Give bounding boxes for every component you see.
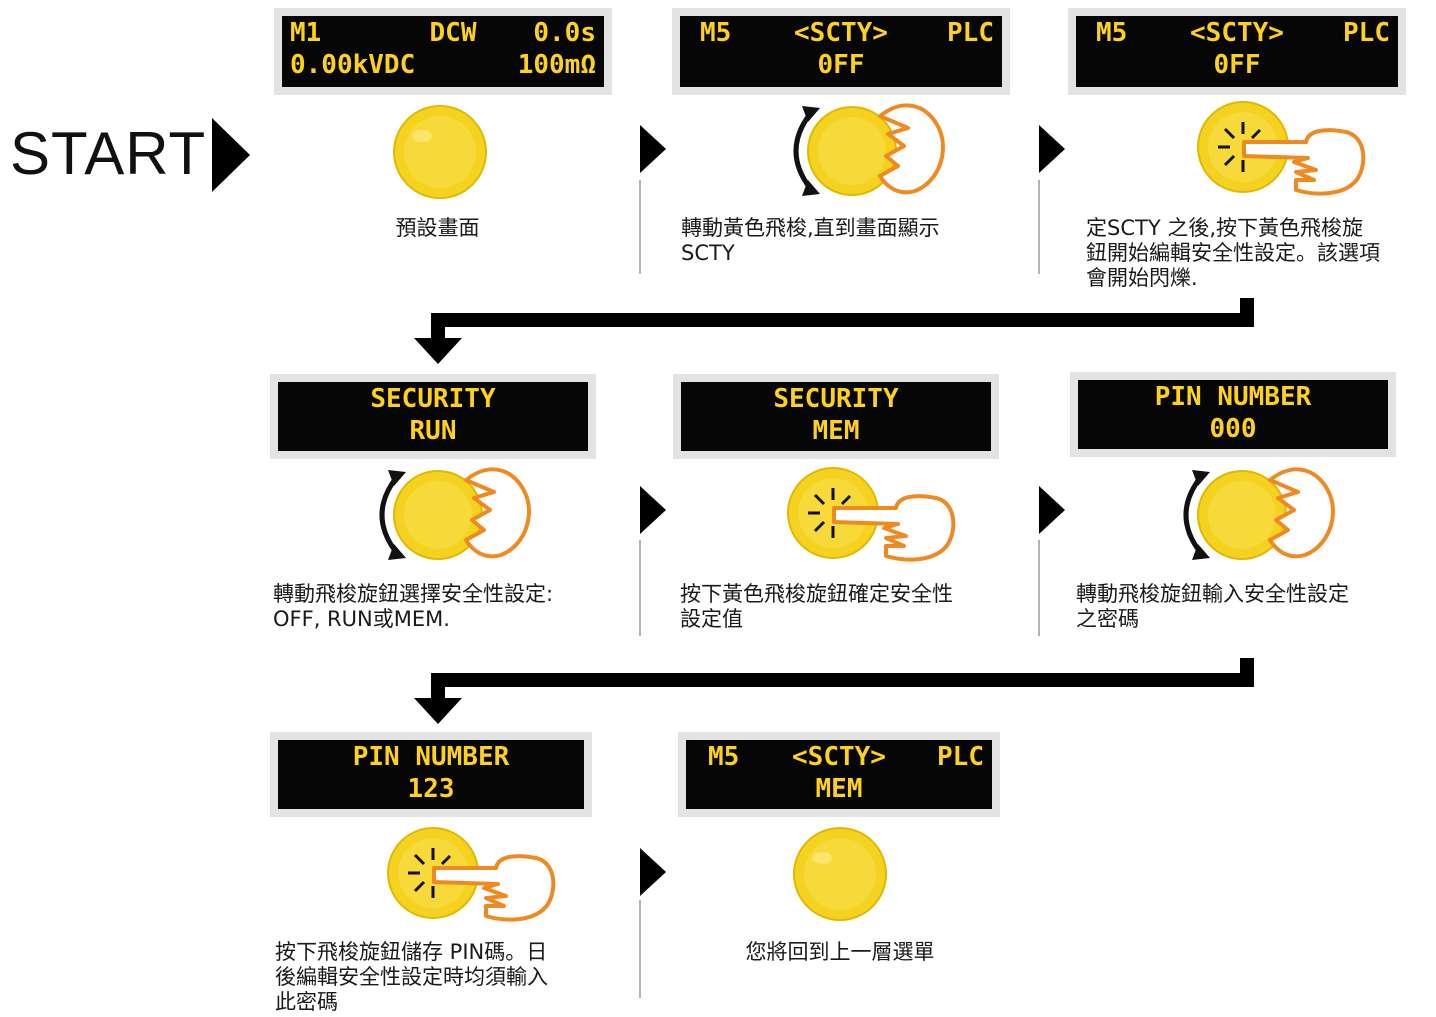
step-caption: 預設畫面 (395, 216, 480, 240)
step-caption: 按下飛梭旋鈕儲存 PIN碼。日後編輯安全性設定時均須輸入此密碼 (275, 940, 548, 1014)
lcd-text: DCW (429, 18, 477, 48)
lcd-text: 0.00kVDC (290, 50, 416, 80)
lcd-display-step-2: M5 <SCTY> PLC 0FF (672, 8, 1010, 95)
step-caption: 按下黃色飛梭旋鈕確定安全性設定值 (680, 582, 953, 631)
divider (1038, 540, 1040, 636)
lcd-text: <SCTY> (1190, 18, 1284, 48)
divider (1038, 180, 1040, 274)
lcd-display-step-5: SECURITY MEM (673, 374, 999, 459)
lcd-text: M5 (708, 742, 740, 772)
step-caption: 轉動飛梭旋鈕選擇安全性設定:OFF, RUN或MEM. (273, 582, 554, 631)
step-caption: 定SCTY 之後,按下黃色飛梭旋鈕開始編輯安全性設定。該選項會開始閃爍. (1086, 216, 1380, 290)
lcd-text: 0FF (1213, 50, 1261, 80)
start-label: START (10, 120, 207, 187)
divider (639, 180, 641, 274)
divider (639, 540, 641, 636)
step-arrow-icon (1039, 486, 1065, 534)
step-caption: 您將回到上一層選單 (745, 940, 935, 964)
knob-icon (793, 827, 887, 921)
lcd-text: 123 (407, 774, 455, 804)
knob-turn-icon (793, 103, 945, 196)
lcd-text: 0.0s (533, 18, 596, 48)
lcd-text: PLC (947, 18, 994, 48)
lcd-text: 0FF (817, 50, 865, 80)
lcd-text: PIN NUMBER (352, 742, 510, 772)
knob-turn-icon (1183, 467, 1335, 560)
knob-press-icon (387, 827, 556, 922)
lcd-text: RUN (409, 416, 457, 446)
step-arrow-icon (1039, 125, 1065, 173)
lcd-text: <SCTY> (794, 18, 888, 48)
knob-turn-icon (379, 467, 531, 560)
step-arrow-icon (640, 486, 666, 534)
lcd-display-step-3: M5 <SCTY> PLC 0FF (1068, 8, 1406, 95)
flow-connector-arrow-icon (414, 298, 1254, 364)
lcd-text: M5 (1096, 18, 1128, 48)
lcd-display-step-7: PIN NUMBER 123 (270, 732, 592, 817)
flow-connector-arrow-icon (414, 658, 1254, 724)
lcd-text: SECURITY (370, 384, 496, 414)
lcd-display-step-1: M1 DCW 0.0s 0.00kVDC 100mΩ (274, 8, 612, 95)
lcd-display-step-6: PIN NUMBER 000 (1070, 372, 1396, 457)
knob-icon (393, 105, 487, 199)
lcd-text: 000 (1209, 414, 1257, 444)
lcd-text: 100mΩ (517, 50, 596, 80)
lcd-text: <SCTY> (792, 742, 886, 772)
lcd-text: M5 (700, 18, 732, 48)
lcd-text: PLC (937, 742, 984, 772)
knob-press-icon (787, 467, 956, 562)
lcd-text: M1 (290, 18, 322, 48)
step-caption: 轉動飛梭旋鈕輸入安全性設定之密碼 (1076, 582, 1349, 631)
step-arrow-icon (640, 125, 666, 173)
lcd-text: PIN NUMBER (1154, 382, 1312, 412)
divider (639, 900, 641, 998)
lcd-text: MEM (812, 416, 860, 446)
lcd-display-step-8: M5 <SCTY> PLC MEM (678, 732, 1000, 817)
start-arrow-icon (212, 118, 250, 192)
step-arrow-icon (640, 848, 666, 896)
lcd-text: PLC (1343, 18, 1390, 48)
lcd-display-step-4: SECURITY RUN (270, 374, 596, 459)
knob-press-icon (1197, 101, 1366, 196)
lcd-text: SECURITY (773, 384, 899, 414)
lcd-text: MEM (815, 774, 863, 804)
